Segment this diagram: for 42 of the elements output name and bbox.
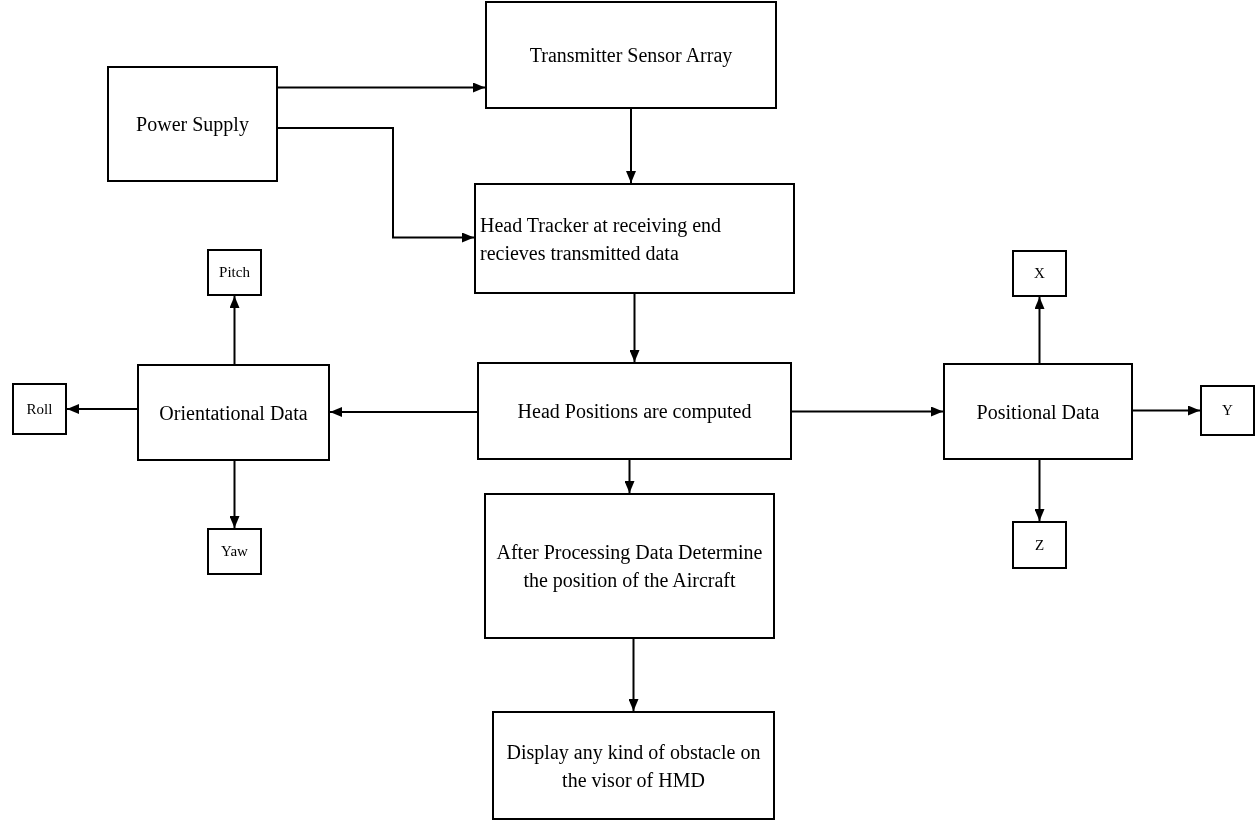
arrow — [229, 460, 240, 529]
arrow — [1132, 405, 1201, 416]
process-box — [492, 711, 775, 820]
process-box — [477, 362, 792, 460]
box-label: Roll — [26, 399, 53, 419]
arrow — [277, 82, 486, 93]
process-box — [484, 493, 775, 639]
arrow — [791, 406, 944, 417]
process-box — [943, 363, 1133, 460]
arrow — [277, 127, 475, 243]
arrow — [624, 459, 635, 494]
process-box — [1012, 521, 1067, 569]
process-box — [12, 383, 67, 435]
box-label: Transmitter Sensor Array — [529, 43, 733, 69]
box-label: X — [1034, 264, 1045, 283]
process-box — [1012, 250, 1067, 297]
box-label: Power Supply — [136, 112, 249, 138]
process-box — [474, 183, 795, 294]
box-label: After Processing Data Determine the position of the Aircraft — [495, 540, 764, 594]
arrow — [629, 293, 640, 363]
arrow — [329, 407, 478, 417]
process-box — [207, 249, 262, 296]
box-label: Display any kind of obstacle on the visor of HMD — [505, 739, 762, 793]
box-label: Positional Data — [976, 399, 1100, 425]
box-label: Pitch — [219, 263, 250, 282]
box-label: Head Tracker at receiving end recieves transmitted data — [480, 212, 722, 266]
process-box — [485, 1, 777, 109]
box-label: Head Positions are computed — [517, 399, 752, 425]
arrow — [1034, 296, 1045, 364]
arrow — [628, 638, 639, 712]
process-box — [107, 66, 278, 182]
process-box — [207, 528, 262, 575]
box-label: Z — [1034, 535, 1045, 555]
process-box — [1200, 385, 1255, 436]
arrow — [66, 404, 138, 414]
process-box — [137, 364, 330, 461]
arrow — [626, 108, 636, 184]
box-label: Y — [1222, 401, 1233, 420]
arrow — [229, 295, 240, 365]
box-label: Yaw — [221, 542, 248, 561]
arrow — [1034, 459, 1045, 522]
box-label: Orientational Data — [159, 400, 308, 426]
